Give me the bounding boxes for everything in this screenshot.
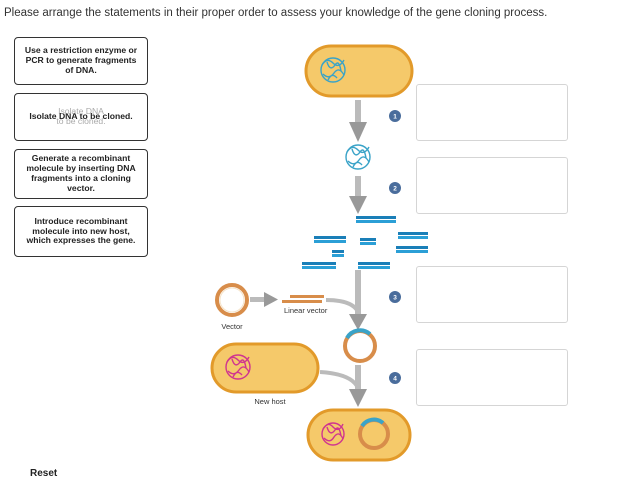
statement-card-isolate-dna[interactable]: Isolate DNA to be cloned.: [14, 93, 148, 141]
host-dna-coil-icon: [321, 422, 345, 446]
step-number: 2: [393, 186, 397, 193]
recombinant-plasmid-icon: [343, 328, 377, 363]
reset-button[interactable]: Reset: [30, 468, 58, 479]
transformed-cell: [306, 408, 412, 462]
dna-coil-icon: [320, 57, 346, 83]
arrow-down-icon: [319, 365, 367, 407]
statement-text: Use a restriction enzyme or PCR to gener…: [24, 45, 138, 75]
statement-text: Isolate DNA to be cloned.: [29, 111, 133, 122]
statement-text: Introduce recombinant molecule into new …: [26, 215, 136, 246]
arrow-down-icon: [349, 270, 367, 330]
new-host-cell: [210, 342, 320, 394]
vector-label: Vector: [221, 322, 243, 331]
drop-zone-2[interactable]: [416, 157, 568, 214]
step-1-marker: 1: [389, 110, 401, 122]
statement-text: Generate a recombinant molecule by inser…: [26, 153, 136, 193]
linear-vector-icon: [282, 295, 324, 303]
arrow-right-icon: [250, 292, 278, 307]
vector-plasmid-icon: [215, 283, 249, 317]
arrow-down-icon: [349, 176, 367, 214]
dna-fragments: [302, 216, 428, 269]
step-number: 4: [393, 376, 397, 383]
step-2-marker: 2: [389, 182, 401, 194]
linear-vector-label: Linear vector: [284, 306, 328, 315]
isolated-dna-icon: [345, 144, 371, 170]
source-cell: [304, 44, 414, 98]
statement-card-restriction-enzyme[interactable]: Use a restriction enzyme or PCR to gener…: [14, 37, 148, 85]
instruction-text: Please arrange the statements in their p…: [4, 7, 548, 19]
step-number: 1: [393, 114, 397, 121]
step-3-marker: 3: [389, 291, 401, 303]
statement-card-new-host[interactable]: Introduce recombinant molecule into new …: [14, 206, 148, 257]
drop-zone-1[interactable]: [416, 84, 568, 141]
new-host-label: New host: [254, 397, 286, 406]
drop-zone-3[interactable]: [416, 266, 568, 323]
recombinant-plasmid-icon: [358, 417, 390, 450]
arrow-down-icon: [349, 100, 367, 142]
host-dna-coil-icon: [225, 354, 251, 380]
step-number: 3: [393, 295, 397, 302]
statement-card-recombinant-molecule[interactable]: Generate a recombinant molecule by inser…: [14, 149, 148, 199]
drop-zone-4[interactable]: [416, 349, 568, 406]
step-4-marker: 4: [389, 372, 401, 384]
